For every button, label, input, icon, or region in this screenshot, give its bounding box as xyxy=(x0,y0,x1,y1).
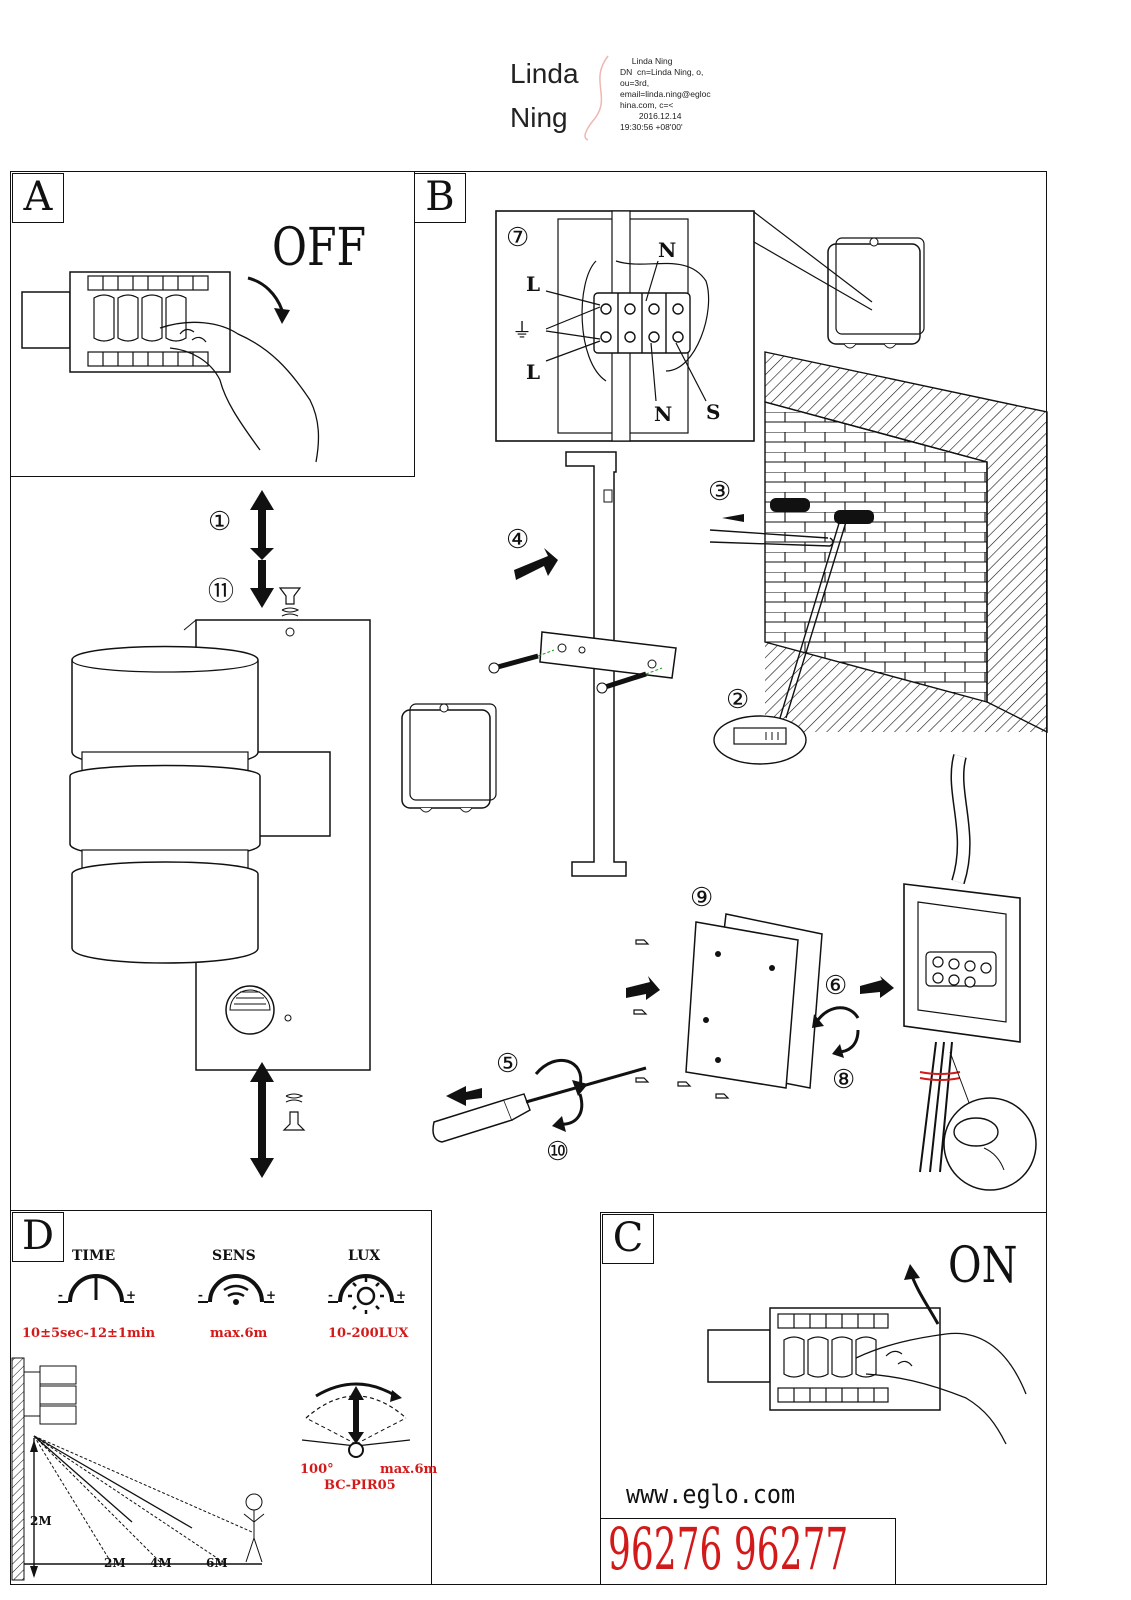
step-10-marker: ⑩ xyxy=(546,1137,570,1167)
step-4-marker: ④ xyxy=(506,525,530,555)
step-8-rotate-arrows xyxy=(812,1006,860,1058)
sens-range-value: max.6m xyxy=(210,1326,268,1341)
step-6-marker: ⑥ xyxy=(824,971,848,1001)
junction-box-top xyxy=(827,237,925,349)
junction-box-loose xyxy=(401,703,497,813)
lux-dial-minus: - xyxy=(328,1288,333,1302)
time-dial-minus: - xyxy=(58,1288,63,1302)
breaker-switch-on-illustration xyxy=(707,1264,1027,1445)
panel-a-letter: A xyxy=(12,173,64,223)
step-2-marker: ② xyxy=(726,685,750,715)
wire-label-l-top: L xyxy=(526,272,541,296)
signature-details: Linda Ning DN cn=Linda Ning, o, ou=3rd, … xyxy=(620,56,711,132)
panel-b-letter: B xyxy=(414,173,466,223)
wall-lamp-with-sensor xyxy=(69,619,371,1071)
mount-arrow-bottom xyxy=(250,1062,274,1178)
signature-name-line1: Linda xyxy=(510,58,579,89)
time-dial-plus: + xyxy=(126,1288,137,1302)
earth-icon: ⏚ xyxy=(512,318,532,342)
off-label: OFF xyxy=(272,218,367,278)
step-1-marker: ① xyxy=(208,507,232,537)
time-range-value: 10±5sec-12±1min xyxy=(22,1326,156,1341)
mounting-bracket xyxy=(488,451,677,877)
lux-dial-icon xyxy=(328,1274,404,1314)
fixing-screw-top xyxy=(278,587,302,617)
sens-dial-minus: - xyxy=(198,1288,203,1302)
instruction-sheet-border xyxy=(10,171,1047,1585)
wire-label-n-top: N xyxy=(658,238,677,262)
screwdriver-illustration xyxy=(432,1058,647,1143)
open-junction-box xyxy=(903,754,1037,1191)
website-url: www.eglo.com xyxy=(626,1480,796,1510)
sens-dial-plus: + xyxy=(266,1288,277,1302)
mounting-height-label: 2M xyxy=(30,1514,52,1528)
lux-label: LUX xyxy=(348,1248,381,1264)
panel-c-letter: C xyxy=(602,1214,654,1264)
panel-d-letter: D xyxy=(12,1212,64,1262)
panel-d-frame xyxy=(10,1210,432,1585)
signature-name-line2: Ning xyxy=(510,102,568,133)
on-label: ON xyxy=(948,1236,1018,1294)
lux-range-value: 10-200LUX xyxy=(328,1326,409,1341)
drill-and-wall-plugs xyxy=(709,498,874,765)
product-codes-box xyxy=(600,1518,896,1585)
wire-label-n-bottom: N xyxy=(654,402,673,426)
step-9-marker: ⑨ xyxy=(690,883,714,913)
sensor-model: BC-PIR05 xyxy=(324,1478,396,1493)
fixing-screw-bottom xyxy=(282,1093,306,1131)
zoom-leader-lines xyxy=(753,211,873,311)
detection-angle-value: 100° xyxy=(300,1462,334,1477)
step-3-marker: ③ xyxy=(708,477,732,507)
sens-label: SENS xyxy=(212,1248,256,1264)
junction-box-cover-gasket xyxy=(626,913,823,1099)
step-8-marker: ⑧ xyxy=(832,1065,856,1095)
sens-dial-icon xyxy=(198,1274,274,1305)
panel-a-frame xyxy=(10,171,415,477)
breaker-switch-off-illustration xyxy=(21,271,320,463)
step-6-arrow xyxy=(860,976,894,998)
time-label: TIME xyxy=(72,1248,116,1264)
brick-wall-illustration xyxy=(764,351,1048,734)
wire-label-s: S xyxy=(706,400,721,424)
distance-4m-label: 4M xyxy=(150,1556,172,1570)
product-codes: 96276 96277 xyxy=(608,1515,849,1583)
detection-range-value: max.6m xyxy=(380,1462,438,1477)
step-11-marker: ⑪ xyxy=(208,577,235,607)
time-dial-icon xyxy=(58,1274,134,1303)
terminal-wiring-diagram xyxy=(495,210,755,442)
detection-angle-diagram xyxy=(301,1382,411,1458)
mounting-height-diagram xyxy=(11,1357,265,1581)
distance-6m-label: 6M xyxy=(206,1556,228,1570)
signature-swash xyxy=(584,55,609,141)
remove-cover-arrow-top xyxy=(250,490,274,608)
wire-label-l-bottom: L xyxy=(526,360,541,384)
distance-2m-label: 2M xyxy=(104,1556,126,1570)
step-7-marker: ⑦ xyxy=(506,223,530,253)
lux-dial-plus: + xyxy=(396,1288,407,1302)
step-5-marker: ⑤ xyxy=(496,1049,520,1079)
